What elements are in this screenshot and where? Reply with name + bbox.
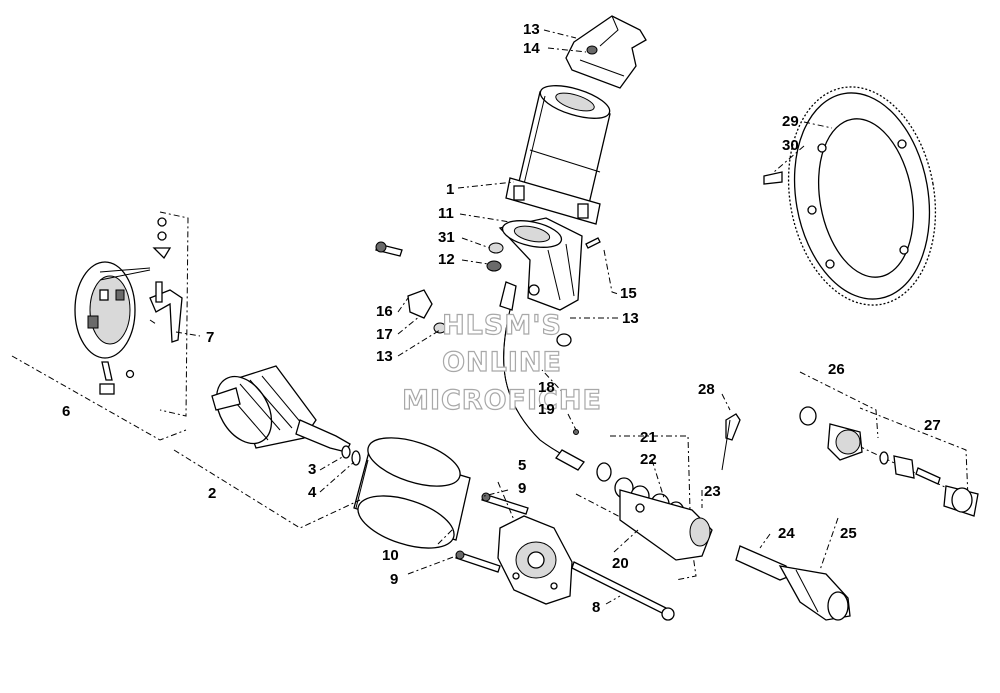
- callout-1: 1: [446, 181, 454, 198]
- bolt-and-clamp: [375, 241, 447, 334]
- through-bolt: [571, 561, 675, 621]
- callout-24: 24: [778, 525, 795, 542]
- callout-28: 28: [698, 381, 715, 398]
- callout-9-lower: 9: [390, 571, 398, 588]
- brush-plate: [74, 211, 189, 417]
- callout-7: 7: [206, 329, 214, 346]
- mounting-bracket: [565, 15, 647, 89]
- callout-21: 21: [640, 429, 657, 446]
- pinion-clutch-group: [799, 371, 979, 517]
- callout-labels: 13 14 1 11 31 12 15 13 16 17 13 7 6 3 4 …: [62, 21, 941, 616]
- watermark-line-2: ONLINE: [442, 347, 562, 378]
- front-housing: [498, 217, 583, 311]
- callout-23: 23: [704, 483, 721, 500]
- watermark: HLSM'S ONLINE MICROFICHE: [401, 309, 602, 416]
- callout-6: 6: [62, 403, 70, 420]
- callout-12: 12: [438, 251, 455, 268]
- leader-lines: [11, 29, 839, 605]
- callout-14: 14: [523, 40, 540, 57]
- pinion-shaft: [735, 545, 851, 621]
- gear-housing-screw: [721, 413, 741, 471]
- yoke-cylinder: [353, 437, 471, 549]
- callout-3: 3: [308, 461, 316, 478]
- end-cover: [497, 515, 573, 605]
- callout-5: 5: [518, 457, 526, 474]
- starter-motor-body: [505, 85, 611, 225]
- callout-18: 18: [538, 379, 555, 396]
- callout-20: 20: [612, 555, 629, 572]
- callout-15: 15: [620, 285, 637, 302]
- callout-16: 16: [376, 303, 393, 320]
- callout-10: 10: [382, 547, 399, 564]
- callout-27: 27: [924, 417, 941, 434]
- callout-25: 25: [840, 525, 857, 542]
- housing-hardware: [486, 237, 601, 347]
- callout-13: 13: [523, 21, 540, 38]
- callout-13-right: 13: [622, 310, 639, 327]
- callout-30: 30: [782, 137, 799, 154]
- callout-2: 2: [208, 485, 216, 502]
- lead-wire: [499, 281, 585, 471]
- callout-31: 31: [438, 229, 455, 246]
- callout-29: 29: [782, 113, 799, 130]
- callout-8: 8: [592, 599, 600, 616]
- callout-26: 26: [828, 361, 845, 378]
- callout-22: 22: [640, 451, 657, 468]
- callout-13-left: 13: [376, 348, 393, 365]
- callout-9-upper: 9: [518, 480, 526, 497]
- ring-gear: [763, 86, 937, 306]
- watermark-line-1: HLSM'S: [442, 310, 562, 341]
- reduction-gear-housing: [575, 462, 713, 581]
- callout-4: 4: [308, 484, 317, 501]
- callout-19: 19: [538, 401, 555, 418]
- housing-bolts: [455, 492, 529, 573]
- callout-17: 17: [376, 326, 393, 343]
- armature-washers: [341, 445, 361, 466]
- armature: [211, 365, 351, 453]
- callout-11: 11: [438, 205, 454, 222]
- watermark-line-3: MICROFICHE: [402, 385, 602, 416]
